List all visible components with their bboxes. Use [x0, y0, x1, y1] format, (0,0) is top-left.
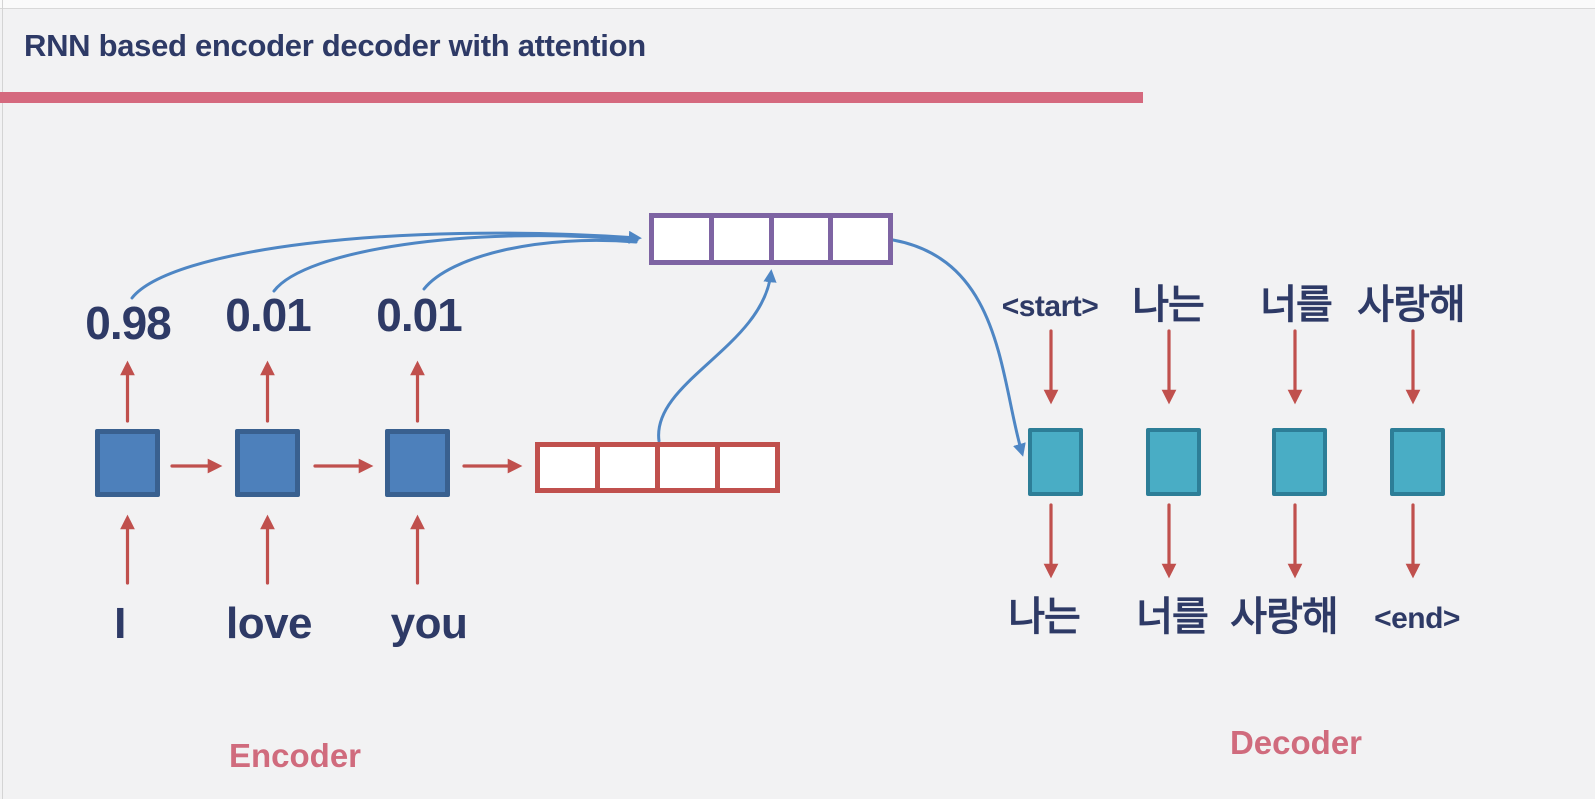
attention-curve-2	[272, 234, 639, 293]
encoder-section-label: Encoder	[228, 737, 362, 774]
encoder-input-word-2: love	[225, 599, 313, 648]
decoder-input-token-2: 나는	[1132, 283, 1205, 327]
page-title: RNN based encoder decoder with attention	[24, 28, 646, 63]
context-vector	[649, 213, 893, 265]
vector-cell	[773, 218, 834, 260]
hidden-state-vector	[535, 442, 780, 493]
decoder-cell-3	[1272, 428, 1327, 496]
encoder-cell-3	[385, 429, 450, 497]
context-to-decoder-curve	[891, 238, 1026, 457]
decoder-output-token-4: <end>	[1374, 602, 1460, 635]
attention-weight-2: 0.01	[225, 289, 312, 341]
decoder-cell-1	[1028, 428, 1083, 496]
decoder-input-token-1: <start>	[1001, 290, 1099, 323]
vector-cell	[660, 447, 720, 488]
vector-cell	[713, 218, 774, 260]
title-underline-bar	[0, 92, 1143, 103]
encoder-cell-1	[95, 429, 160, 497]
attention-curve-3	[422, 238, 638, 291]
decoder-output-token-2: 너를	[1136, 595, 1209, 639]
window-top-edge	[0, 0, 1595, 9]
window-left-edge	[2, 0, 3, 799]
vector-cell	[720, 447, 775, 488]
attention-weight-3: 0.01	[376, 289, 463, 341]
decoder-input-token-3: 너를	[1260, 283, 1333, 327]
vector-cell	[540, 447, 600, 488]
encoder-cell-2	[235, 429, 300, 497]
vector-cell	[654, 218, 714, 260]
decoder-output-token-3: 사랑해	[1230, 595, 1338, 639]
hidden-to-context-curve	[657, 269, 777, 443]
decoder-output-token-1: 나는	[1008, 595, 1081, 639]
decoder-input-token-4: 사랑해	[1357, 283, 1465, 327]
decoder-section-label: Decoder	[1229, 724, 1363, 761]
vector-cell	[833, 218, 888, 260]
vector-cell	[600, 447, 660, 488]
attention-weight-1: 0.98	[85, 297, 172, 349]
decoder-cell-4	[1390, 428, 1445, 496]
decoder-cell-2	[1146, 428, 1201, 496]
encoder-input-word-1: I	[114, 599, 126, 648]
encoder-input-word-3: you	[390, 599, 468, 648]
